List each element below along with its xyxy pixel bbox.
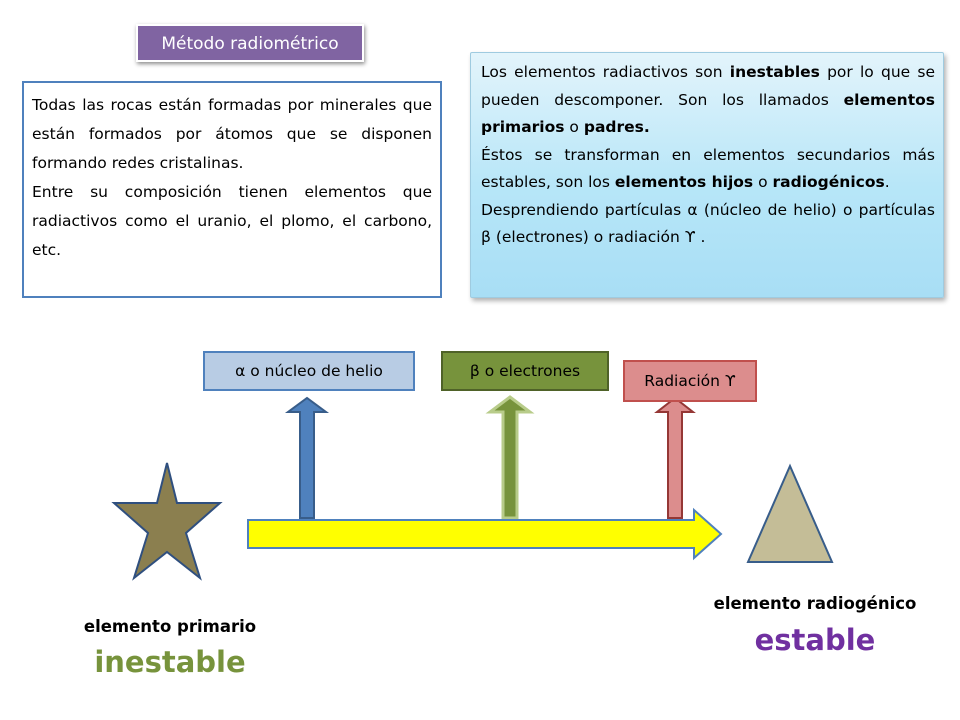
text-run: o [753, 173, 773, 191]
gamma-arrow [654, 396, 696, 519]
bold-term-inestables: inestables [729, 63, 820, 81]
primary-element-caption: elemento primario [83, 617, 257, 636]
primary-element-star [111, 462, 223, 581]
beta-particle-label: β o electrones [441, 351, 609, 391]
radioactive-paragraph-2: Éstos se transforman en elementos secund… [481, 142, 935, 197]
radioactive-paragraph-1: Los elementos radiactivos son inestables… [481, 59, 935, 142]
decay-direction-arrow [247, 507, 723, 561]
radioactive-paragraph-3: Desprendiendo partículas α (núcleo de he… [481, 200, 935, 247]
rocks-paragraph-2: Entre su composición tienen elementos qu… [32, 183, 432, 259]
text-run: por lo que se pueden descomponer. Son lo… [481, 63, 935, 109]
primary-element-state: inestable [94, 645, 246, 679]
bold-term-radiogenicos: radiogénicos [772, 173, 885, 191]
bold-term-padres: padres. [583, 118, 650, 136]
rocks-paragraph-1: Todas las rocas están formadas por miner… [32, 96, 432, 172]
text-run: Los elementos radiactivos son [481, 63, 730, 81]
text-run: o [564, 118, 584, 136]
radioactive-elements-box: Los elementos radiactivos son inestables… [470, 52, 944, 298]
radiogenic-element-state: estable [754, 623, 876, 657]
diagram-title: Método radiométrico [136, 24, 364, 62]
bold-term-elementos-primarios: elementos primarios [481, 90, 935, 137]
text-run: . [884, 173, 890, 191]
alpha-arrow [284, 396, 330, 519]
radiogenic-element-triangle [746, 463, 834, 563]
bold-term-elementos-hijos: elementos hijos [614, 173, 754, 191]
text-run: Éstos se transforman en elementos secund… [481, 145, 935, 192]
gamma-radiation-label: Radiación ϒ [623, 360, 757, 402]
beta-arrow [485, 395, 535, 520]
rocks-description-box: Todas las rocas están formadas por miner… [22, 81, 442, 298]
alpha-particle-label: α o núcleo de helio [203, 351, 415, 391]
radiogenic-element-caption: elemento radiogénico [713, 594, 917, 613]
